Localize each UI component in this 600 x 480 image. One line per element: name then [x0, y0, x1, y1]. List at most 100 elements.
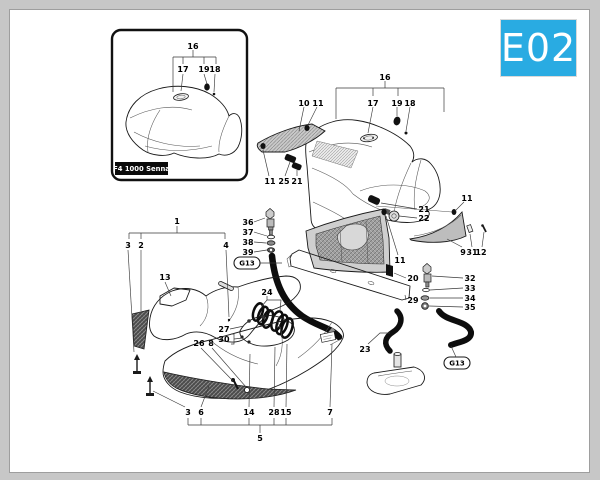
duct-sticker — [319, 331, 337, 343]
inset-grommet — [204, 83, 210, 91]
callout-34: 34 — [464, 294, 476, 303]
screw-12 — [481, 224, 487, 233]
callout-22: 22 — [418, 214, 429, 223]
leader-11 — [307, 106, 318, 126]
inset-fuel-cap — [173, 93, 189, 101]
callout-28: 28 — [268, 408, 280, 417]
mesh-band-6 — [163, 371, 297, 400]
leader-17 — [180, 73, 184, 92]
leader-11 — [385, 215, 399, 256]
oring-37 — [266, 234, 275, 240]
callout-25: 25 — [278, 177, 290, 186]
lower-air-duct — [162, 317, 344, 400]
duct-flange-13 — [159, 287, 191, 307]
leader-11 — [262, 149, 270, 177]
leader-37 — [253, 231, 268, 237]
callout-15: 15 — [280, 408, 292, 417]
callout-11: 11 — [461, 194, 473, 203]
panel-grommet-right — [304, 125, 310, 131]
leader-3 — [152, 390, 186, 408]
mesh-panel — [256, 123, 326, 171]
callout-12: 12 — [475, 248, 486, 257]
callout-36: 36 — [242, 218, 254, 227]
fuel-cap — [360, 133, 378, 143]
rubber-block-25 — [284, 153, 297, 163]
callout-10: 10 — [298, 99, 310, 108]
leader-8 — [211, 347, 247, 388]
plate-code-badge: E02 — [500, 19, 577, 77]
callout-8: 8 — [208, 339, 214, 348]
callout-37: 37 — [242, 228, 253, 237]
heat-shield — [305, 208, 393, 277]
inset-box: F4 1000 Senna — [110, 28, 249, 182]
bracket-24 — [261, 296, 282, 312]
callout-21: 21 — [291, 177, 303, 186]
washer-34 — [420, 295, 430, 301]
bracket-5 — [187, 418, 333, 433]
callout-13: 13 — [159, 273, 170, 282]
leader-39 — [253, 249, 268, 253]
leader-19 — [203, 73, 208, 85]
snorkel — [239, 315, 295, 347]
callout-27: 27 — [218, 325, 229, 334]
leader-31 — [469, 233, 473, 248]
callout-16: 16 — [379, 73, 391, 82]
breather-hose — [436, 308, 474, 348]
leader-14 — [248, 353, 251, 408]
oring-33 — [422, 287, 430, 293]
washer-38 — [266, 240, 276, 246]
leader-9 — [446, 238, 463, 248]
callout-23: 23 — [359, 345, 370, 354]
callout-3: 3 — [185, 408, 191, 417]
panel-grommet-left — [260, 143, 266, 149]
leader-22 — [398, 215, 418, 219]
tank-pad-stripe — [311, 140, 359, 169]
tank-grommet-19 — [393, 116, 401, 126]
leader-35 — [428, 305, 464, 308]
leader-36 — [253, 217, 266, 223]
rubber-strip-4 — [218, 281, 234, 291]
callout-20: 20 — [407, 274, 419, 283]
callout-32: 32 — [464, 274, 475, 283]
leader-28 — [273, 346, 276, 408]
callout-11: 11 — [394, 256, 406, 265]
upper-air-duct — [131, 275, 301, 350]
callout-33: 33 — [464, 284, 475, 293]
leader-7 — [329, 343, 333, 408]
callout-1: 1 — [174, 217, 180, 226]
spacer-31 — [466, 224, 474, 233]
callout-5: 5 — [257, 434, 263, 443]
leader-17 — [367, 106, 374, 134]
callout-19: 19 — [391, 99, 403, 108]
bracket-1 — [128, 226, 226, 239]
bracket-16-inset — [172, 50, 217, 92]
leader-18 — [213, 73, 216, 93]
fuel-tank — [305, 116, 441, 245]
group-ref-g13-1: G13 — [233, 256, 282, 270]
rubber-block-21 — [291, 162, 302, 171]
leader-33 — [429, 287, 464, 291]
callout-35: 35 — [464, 303, 476, 312]
vent-valve-32 — [420, 263, 432, 310]
callout-31: 31 — [466, 248, 478, 257]
leader-6 — [200, 385, 210, 408]
washer-8 — [243, 386, 251, 394]
mesh-wedge-2 — [131, 309, 150, 350]
callout-21: 21 — [418, 205, 430, 214]
bracket-30 — [231, 333, 244, 345]
callout-39: 39 — [242, 248, 254, 257]
callout-11: 11 — [312, 99, 324, 108]
diagram-plate-background — [9, 9, 590, 473]
callout-7: 7 — [327, 408, 333, 417]
callout-4: 4 — [223, 241, 229, 250]
leader-4 — [225, 249, 230, 318]
callout-18: 18 — [404, 99, 416, 108]
leader-15 — [285, 343, 288, 408]
push-pin-upper — [133, 354, 141, 374]
callout-9: 9 — [460, 248, 466, 257]
leader-3 — [127, 249, 135, 353]
callout-17: 17 — [367, 99, 378, 108]
shield-grommet — [381, 208, 387, 216]
